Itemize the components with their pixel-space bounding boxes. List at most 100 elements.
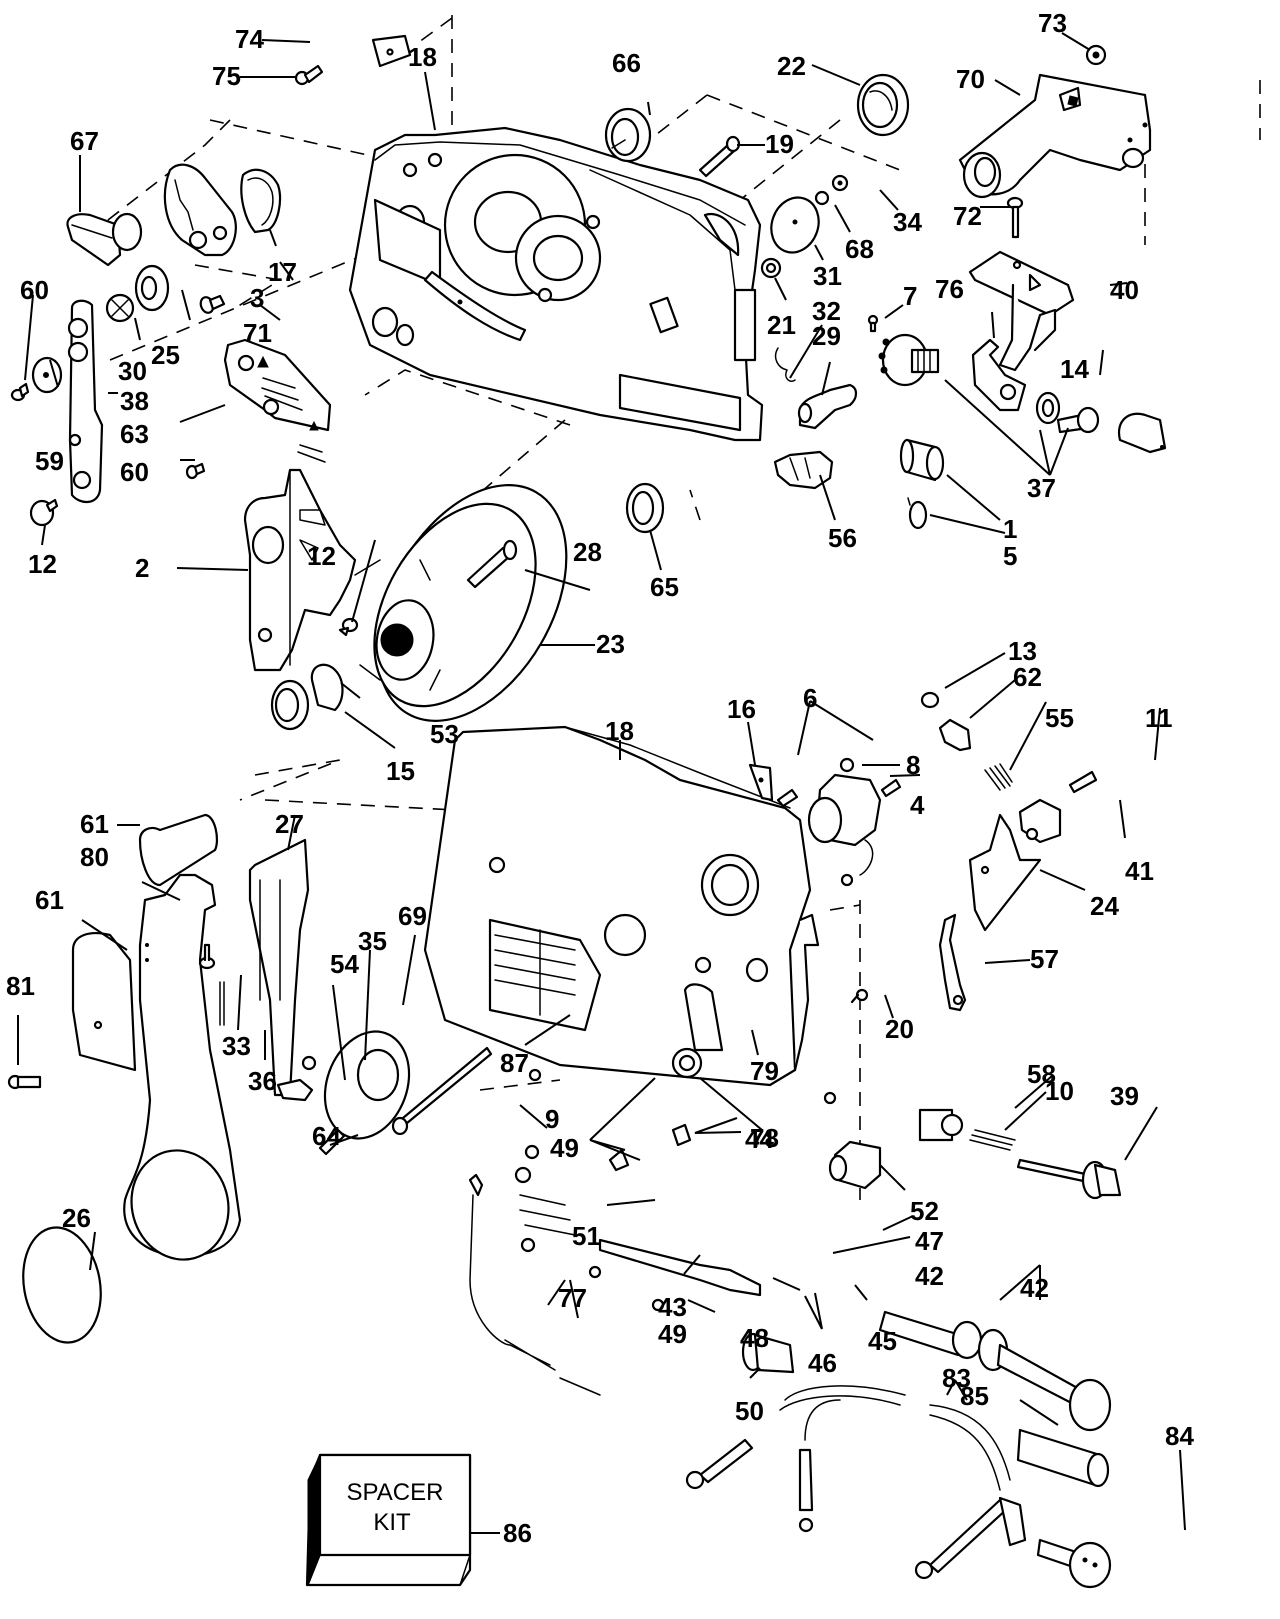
callout-12-left: 12 <box>28 549 57 579</box>
callout-33: 33 <box>222 1031 251 1061</box>
part-4-warning-horn <box>807 773 882 887</box>
callout-78: 78 <box>750 1123 779 1153</box>
part-69-detent-plate <box>323 1030 411 1140</box>
callout-26: 26 <box>62 1203 91 1233</box>
callout-18-lower: 18 <box>605 716 634 746</box>
callout-69: 69 <box>398 901 427 931</box>
callout-43: 43 <box>658 1292 687 1322</box>
callout-42-connector: 42 <box>1020 1273 1049 1303</box>
part-61-grip <box>71 932 137 1072</box>
part-12-pin-left <box>29 498 59 527</box>
part-16-clip <box>748 763 774 802</box>
callout-44: 44 <box>745 1124 774 1154</box>
part-14-key-cap <box>1117 412 1167 454</box>
callout-59: 59 <box>35 446 64 476</box>
part-62-slider <box>938 718 972 752</box>
part-39-plunger <box>1016 1158 1122 1200</box>
part-35-screw <box>301 1055 317 1071</box>
callout-57: 57 <box>1030 944 1059 974</box>
callout-67: 67 <box>70 126 99 156</box>
part-26-cover-disc <box>22 1226 102 1344</box>
callout-1: 1 <box>1003 514 1017 544</box>
callout-29: 29 <box>812 321 841 351</box>
part-67-trim-tab <box>66 212 143 267</box>
callout-9: 9 <box>545 1104 559 1134</box>
part-60-screw <box>10 382 30 402</box>
callout-81: 81 <box>6 971 35 1001</box>
callout-77: 77 <box>558 1283 587 1313</box>
callout-20: 20 <box>885 1014 914 1044</box>
callout-17: 17 <box>268 257 297 287</box>
part-20-screw <box>850 988 869 1004</box>
part-77-lanyard <box>468 1173 601 1396</box>
part-65-retaining-ring <box>625 482 665 534</box>
callout-34: 34 <box>893 207 922 237</box>
spacer-kit-line1: SPACER <box>347 1479 444 1506</box>
part-33-screw <box>198 943 216 970</box>
part-22-seal <box>856 73 910 137</box>
callout-13: 13 <box>1008 636 1037 666</box>
callout-24: 24 <box>1090 891 1119 921</box>
part-12-pin-mid <box>338 617 359 637</box>
callout-labels: 74 75 18 66 22 73 70 67 19 72 17 3 71 25… <box>6 8 1194 1548</box>
callout-42-harness: 42 <box>915 1261 944 1291</box>
callout-51: 51 <box>572 1221 601 1251</box>
part-76-retainer <box>971 338 1027 412</box>
leader-lines <box>17 32 1186 1534</box>
part-78-nut <box>671 1047 703 1079</box>
part-83-cables <box>685 1385 1027 1580</box>
callout-49-upper: 49 <box>550 1133 579 1163</box>
callout-6: 6 <box>803 683 817 713</box>
part-71-screw <box>199 294 226 314</box>
part-59-washer <box>31 356 63 394</box>
part-37-nut-and-key <box>1035 391 1100 434</box>
callout-11: 11 <box>1145 703 1173 733</box>
part-1-boot <box>899 438 945 482</box>
part-64-screw <box>318 1128 346 1156</box>
callout-66: 66 <box>612 48 641 78</box>
callout-40: 40 <box>1110 275 1139 305</box>
callout-60-left: 60 <box>20 275 49 305</box>
callout-2: 2 <box>135 553 149 583</box>
part-19-screw <box>698 135 741 178</box>
callout-18: 18 <box>408 42 437 72</box>
callout-72: 72 <box>953 201 982 231</box>
part-10-spring <box>969 1129 1016 1151</box>
callout-58: 58 <box>1027 1059 1056 1089</box>
callout-39: 39 <box>1110 1081 1139 1111</box>
control-housing-inner <box>348 126 764 442</box>
callout-64: 64 <box>312 1121 341 1151</box>
part-11-screw <box>1068 770 1098 794</box>
part-56-detent-spring <box>773 450 834 490</box>
callout-65: 65 <box>650 572 679 602</box>
part-23-gear-housing <box>354 484 568 722</box>
callout-32: 32 <box>812 296 841 326</box>
callout-36: 36 <box>248 1066 277 1096</box>
part-74-bracket <box>371 34 412 68</box>
callout-79: 79 <box>750 1056 779 1086</box>
callout-73: 73 <box>1038 8 1067 38</box>
callout-83: 83 <box>942 1363 971 1393</box>
part-68-washer <box>814 190 830 206</box>
spacer-kit-box: SPACER KIT <box>305 1453 472 1587</box>
callout-37: 37 <box>1027 473 1056 503</box>
callout-68: 68 <box>845 234 874 264</box>
callout-23: 23 <box>596 629 625 659</box>
callout-55: 55 <box>1045 703 1074 733</box>
part-58-block <box>918 1108 964 1142</box>
part-24-cam <box>968 813 1042 932</box>
callout-27: 27 <box>275 809 304 839</box>
part-31-plug <box>770 196 820 254</box>
part-30-nut <box>105 293 135 323</box>
spacer-kit-line2: KIT <box>373 1509 411 1536</box>
part-85-sleeve <box>1016 1428 1110 1488</box>
callout-7: 7 <box>903 281 917 311</box>
part-52-stop-switch <box>823 1091 882 1190</box>
part-72-screw <box>1006 196 1024 239</box>
control-housing-outer <box>423 725 820 1087</box>
part-6-screws <box>776 778 902 808</box>
part-81-screw <box>7 1074 42 1090</box>
part-25-washer <box>134 264 170 312</box>
part-42-connector <box>878 1310 1112 1432</box>
